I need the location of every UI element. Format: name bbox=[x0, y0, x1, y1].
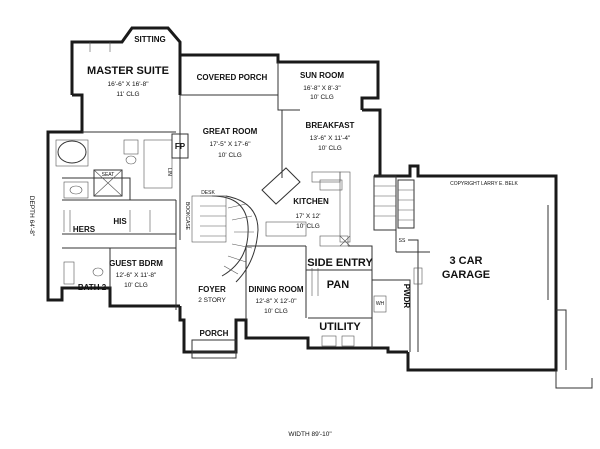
label-guest-dims: 12'-6" X 11'-8" bbox=[116, 272, 157, 279]
label-desk: DESK bbox=[201, 190, 215, 196]
label-side-entry: SIDE ENTRY bbox=[307, 257, 373, 269]
label-hers: HERS bbox=[73, 225, 96, 234]
fixtures bbox=[55, 42, 423, 359]
label-master-clg: 11' CLG bbox=[116, 91, 139, 98]
label-sun-room: SUN ROOM bbox=[300, 71, 344, 80]
label-great-clg: 10' CLG bbox=[218, 152, 242, 159]
label-copyright: COPYRIGHT LARRY E. BELK bbox=[450, 181, 518, 187]
label-pan: PAN bbox=[327, 279, 349, 291]
label-great-room: GREAT ROOM bbox=[203, 127, 258, 136]
label-pwdr: PWDR bbox=[402, 284, 411, 309]
label-foyer: FOYER bbox=[198, 285, 226, 294]
label-dining-clg: 10' CLG bbox=[264, 308, 288, 315]
label-kitchen: KITCHEN bbox=[293, 197, 329, 206]
label-covered-porch: COVERED PORCH bbox=[197, 73, 268, 82]
label-utility: UTILITY bbox=[319, 321, 361, 333]
label-sitting: SITTING bbox=[134, 35, 166, 44]
label-width: WIDTH 89'-10" bbox=[288, 431, 332, 438]
label-breakfast: BREAKFAST bbox=[306, 121, 355, 130]
label-master-suite: MASTER SUITE bbox=[87, 65, 169, 77]
label-garage-3car: 3 CAR bbox=[449, 255, 482, 267]
label-breakfast-dims: 13'-6" X 11'-4" bbox=[310, 135, 351, 142]
label-fp: FP bbox=[175, 142, 186, 151]
label-master-dims: 16'-6" X 16'-8" bbox=[107, 81, 149, 88]
label-his: HIS bbox=[113, 217, 127, 226]
label-breakfast-clg: 10' CLG bbox=[318, 145, 342, 152]
label-wh: WH bbox=[376, 301, 385, 307]
label-guest-clg: 10' CLG bbox=[124, 282, 148, 289]
label-great-dims: 17'-5" X 17'-6" bbox=[209, 141, 251, 148]
label-depth: DEPTH 64'-8" bbox=[28, 196, 35, 237]
label-porch: PORCH bbox=[200, 329, 229, 338]
label-dining-dims: 12'-8" X 12'-0" bbox=[255, 298, 297, 305]
label-bookcase: BOOKCASE bbox=[184, 202, 190, 231]
label-kitchen-dims: 17' X 12' bbox=[296, 213, 321, 220]
label-sun-dims: 16'-8" X 8'-3" bbox=[303, 85, 341, 92]
label-foyer-story: 2 STORY bbox=[198, 297, 226, 304]
interior-walls bbox=[62, 62, 430, 352]
label-kitchen-clg: 10' CLG bbox=[296, 223, 320, 230]
label-dining-room: DINING ROOM bbox=[248, 285, 303, 294]
label-linen: LIN bbox=[166, 168, 172, 176]
label-sun-clg: 10' CLG bbox=[310, 94, 334, 101]
label-ss: SS bbox=[399, 238, 406, 244]
room-labels: SITTING MASTER SUITE 16'-6" X 16'-8" 11'… bbox=[28, 35, 519, 438]
label-bath2: BATH 2 bbox=[78, 283, 107, 292]
label-seat: SEAT bbox=[102, 172, 115, 178]
label-garage: GARAGE bbox=[442, 269, 490, 281]
label-guest-bdrm: GUEST BDRM bbox=[109, 259, 163, 268]
